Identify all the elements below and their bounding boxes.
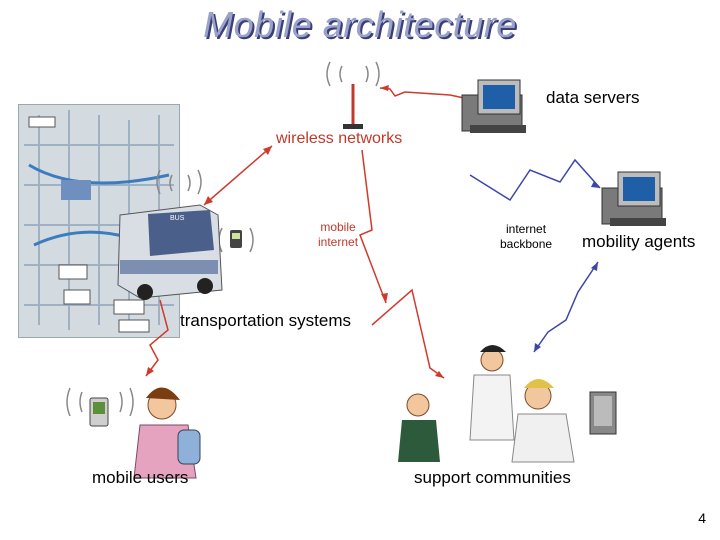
agent-computer-icon — [601, 171, 666, 226]
bus-icon: BUS — [117, 204, 223, 300]
support-person-1 — [398, 393, 440, 462]
mobile-user-figure — [133, 387, 201, 479]
label-mobile-internet: mobile internet — [318, 220, 359, 249]
svg-text:BUS: BUS — [170, 215, 185, 222]
label-mobility-agents: mobility agents — [582, 232, 696, 251]
support-person-2 — [469, 345, 515, 441]
slide-title: Mobile architecture — [203, 4, 517, 45]
label-internet-backbone: internet backbone — [500, 222, 553, 251]
label-support-communities: support communities — [414, 468, 571, 487]
label-wireless-networks: wireless networks — [276, 130, 403, 147]
label-data-servers: data servers — [546, 88, 640, 107]
antenna-icon — [326, 61, 380, 129]
label-transportation-systems: transportation systems — [180, 311, 352, 330]
page-number: 4 — [698, 510, 706, 526]
phone-icon — [230, 230, 242, 248]
pda-icon — [89, 397, 109, 427]
support-person-3 — [511, 379, 617, 463]
label-mobile-users: mobile users — [92, 468, 189, 487]
server-computer-icon — [461, 79, 526, 133]
